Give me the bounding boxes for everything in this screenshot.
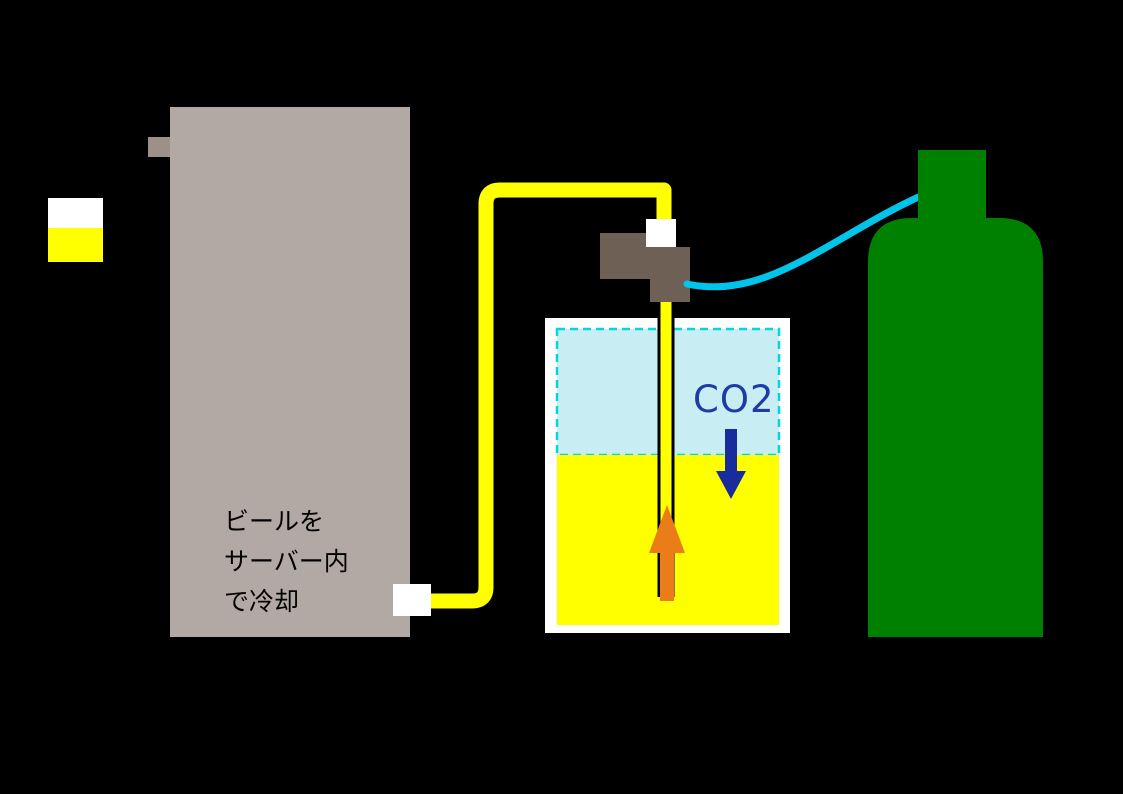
beer-flow-arrow: [649, 505, 685, 601]
beer-glass-foam: [48, 198, 103, 228]
server-note-line3: で冷却: [224, 587, 300, 616]
coupler-inlet-connector: [646, 219, 676, 247]
server-outlet-connector: [393, 584, 431, 616]
beer-line-tube: [414, 182, 672, 609]
server-note-line2: サーバー内: [224, 547, 349, 576]
cylinder-valve-cap: [918, 150, 986, 218]
keg-coupler-vertical: [650, 247, 690, 302]
co2-label: CO2: [693, 378, 775, 421]
tap-connector: [148, 137, 170, 157]
beer-tap-icon: [85, 86, 148, 177]
beer-glass-body: [48, 228, 103, 262]
co2-cylinder-body: [868, 218, 1043, 637]
beer-server-box: [170, 107, 410, 637]
server-note: ビールを サーバー内 で冷却: [224, 502, 349, 622]
co2-flow-arrow: [716, 429, 746, 499]
server-note-line1: ビールを: [224, 507, 325, 536]
co2-gas-line: [683, 187, 936, 291]
